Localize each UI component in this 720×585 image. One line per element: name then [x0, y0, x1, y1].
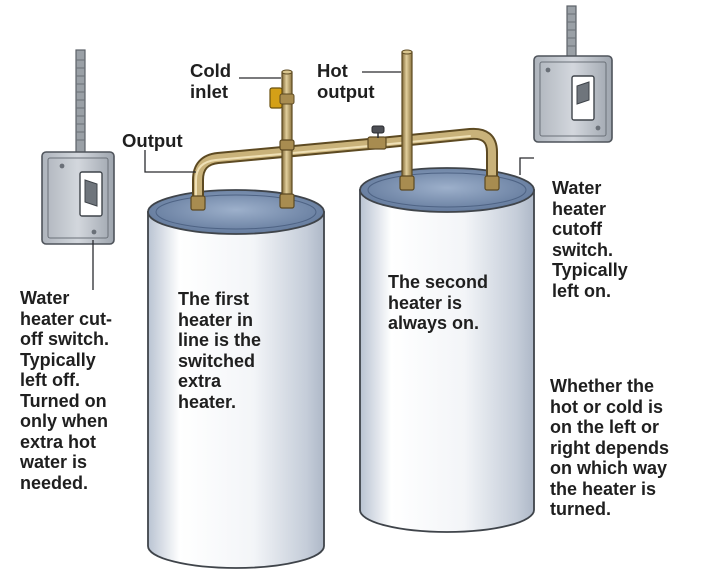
- left-conduit: [75, 49, 86, 155]
- toggle-switch-icon: [571, 75, 595, 121]
- left-switch-label: Water heater cut- off switch. Typically …: [20, 288, 113, 493]
- valve-icon: [367, 125, 387, 150]
- valve-icon: [269, 87, 295, 109]
- piping: [190, 49, 500, 211]
- toggle-switch-icon: [79, 171, 103, 217]
- left-cutoff-switch: [41, 49, 115, 245]
- right-switch-label: Water heater cutoff switch. Typically le…: [552, 178, 628, 301]
- left-switch-box: [41, 151, 115, 245]
- second-heater-label: The second heater is always on.: [388, 272, 489, 333]
- second-heater-tank: [359, 167, 535, 533]
- orientation-note-label: Whether the hot or cold is on the left o…: [550, 376, 670, 519]
- cold-inlet-label: Cold inlet: [190, 60, 232, 102]
- output-label: Output: [122, 130, 183, 151]
- leader-lines: [92, 71, 534, 290]
- hot-output-label: Hot output: [317, 60, 375, 102]
- first-heater-label: The first heater in line is the switched…: [178, 289, 262, 412]
- right-cutoff-switch: [533, 5, 613, 143]
